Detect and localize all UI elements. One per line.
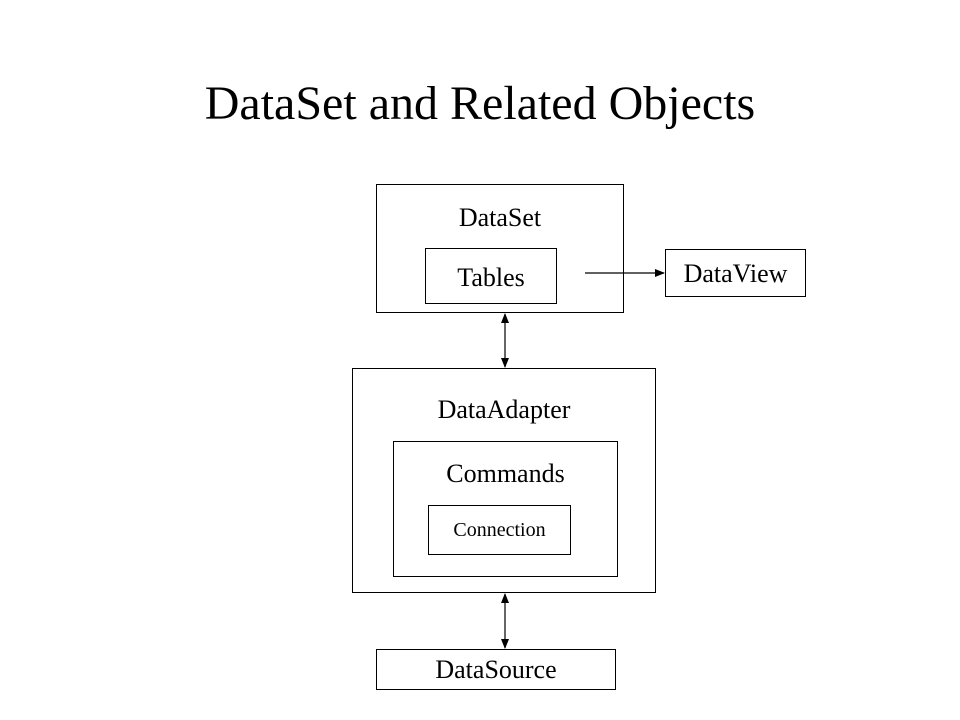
- tables-box: Tables: [425, 248, 557, 304]
- datasource-box: DataSource: [376, 649, 616, 690]
- dataadapter-box: DataAdapter Commands Connection: [352, 368, 656, 593]
- dataset-box: DataSet Tables: [376, 184, 624, 313]
- connection-box: Connection: [428, 505, 571, 555]
- commands-label: Commands: [446, 459, 565, 488]
- connection-label: Connection: [453, 519, 546, 541]
- dataadapter-label: DataAdapter: [437, 395, 571, 424]
- page-title: DataSet and Related Objects: [204, 77, 756, 130]
- datasource-label: DataSource: [435, 655, 557, 684]
- commands-box: Commands Connection: [393, 441, 618, 577]
- dataview-label: DataView: [683, 259, 788, 288]
- dataview-box: DataView: [665, 249, 806, 297]
- tables-label: Tables: [457, 263, 525, 292]
- dataset-label: DataSet: [458, 203, 542, 232]
